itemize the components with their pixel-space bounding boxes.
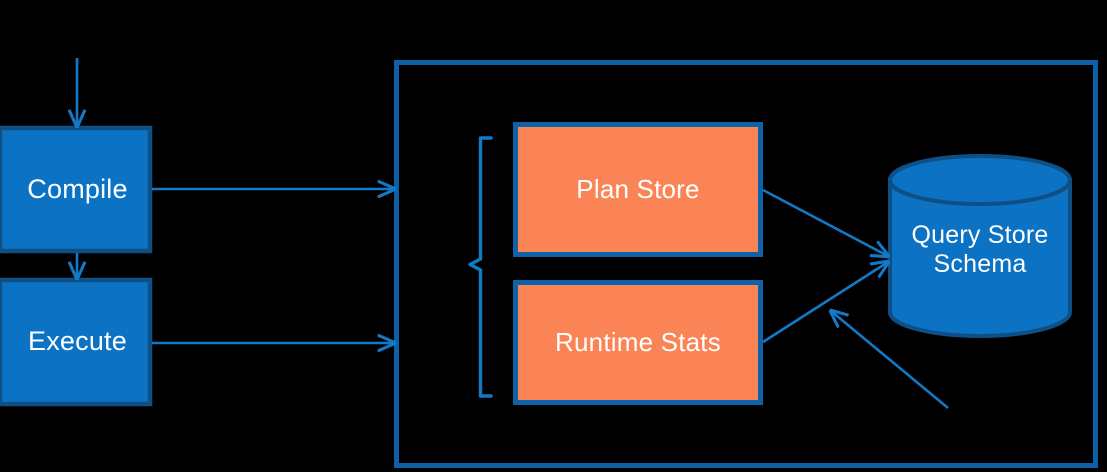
query-store-container <box>394 60 1098 468</box>
grouping-bracket <box>468 136 493 398</box>
node-runtime-stats-box[interactable] <box>513 280 763 405</box>
connector-plan-store-to-schema <box>762 188 888 256</box>
node-compile-box[interactable] <box>0 125 153 254</box>
connector-runtime-stats-to-schema <box>762 262 888 344</box>
connectors-group <box>77 58 949 410</box>
node-execute-box[interactable] <box>0 277 153 407</box>
node-plan-store-box[interactable] <box>513 122 763 257</box>
node-query-store-schema-cylinder[interactable] <box>888 154 1072 338</box>
connector-external-to-schema <box>831 311 949 410</box>
